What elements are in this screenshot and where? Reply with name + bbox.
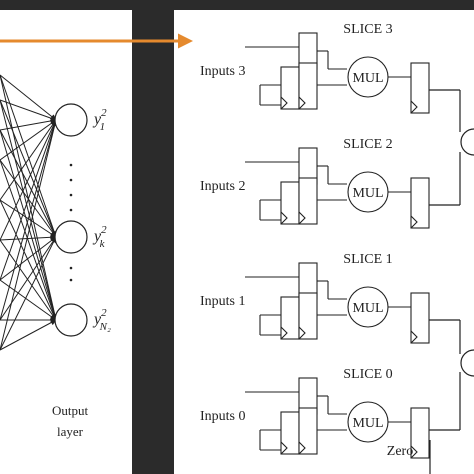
connection-line (0, 74, 58, 238)
adder-tree (429, 89, 474, 474)
clock-triangle (298, 441, 306, 455)
output-register (410, 407, 430, 459)
multiplier-label: MUL (352, 71, 383, 86)
slice-title: SLICE 0 (343, 367, 392, 382)
connection-line (0, 119, 58, 281)
connection-line (0, 119, 58, 321)
clock-triangle (280, 211, 288, 225)
ellipsis-dot (69, 266, 73, 270)
output-neurons (54, 103, 88, 337)
output-label: y2 k (92, 224, 107, 250)
label-sup: 2 (101, 224, 107, 236)
register-block (298, 177, 318, 225)
inputs-label: Inputs 1 (200, 294, 246, 309)
connection-line (0, 119, 58, 351)
slice-title: SLICE 2 (343, 137, 392, 152)
connection-line (0, 319, 57, 351)
slice-title: SLICE 1 (343, 252, 392, 267)
label-sup: 2 (101, 307, 107, 319)
register-block (280, 411, 300, 455)
connection-line (0, 99, 57, 238)
multiplier-label: MUL (352, 416, 383, 431)
output-neuron (54, 103, 88, 137)
slice-block: SLICE 2 Inputs 2 MUL (200, 137, 430, 229)
clock-triangle (410, 330, 418, 344)
inputs-label: Inputs 0 (200, 409, 246, 424)
ellipsis-dot (69, 278, 73, 282)
connection-line (0, 119, 57, 241)
connection-line (0, 236, 57, 321)
clock-triangle (410, 445, 418, 459)
connection-line (0, 236, 57, 351)
label-main: y (92, 228, 102, 245)
output-neuron (54, 220, 88, 254)
slice-title: SLICE 3 (343, 22, 392, 37)
multiplier-label: MUL (352, 186, 383, 201)
output-layer-label-line2: layer (57, 424, 84, 439)
zero-label: Zero (387, 444, 413, 459)
label-sub: N₂ (99, 321, 111, 333)
clock-triangle (410, 215, 418, 229)
register-block (298, 62, 318, 110)
connection-line (0, 117, 57, 131)
register-block (280, 66, 300, 110)
connection-line (0, 99, 58, 321)
ellipsis-dot (69, 178, 73, 182)
ellipsis-dot (69, 193, 73, 197)
register-block (298, 292, 318, 340)
label-main: y (92, 311, 102, 328)
connection-line (0, 129, 57, 238)
connection-line (0, 99, 57, 122)
register-block (280, 181, 300, 225)
clock-triangle (298, 96, 306, 110)
output-neuron (54, 303, 88, 337)
output-layer-label-line1: Output (52, 403, 89, 418)
label-sub: 1 (100, 121, 106, 133)
register-block (298, 407, 318, 455)
connection-line (0, 74, 57, 121)
slice-block: SLICE 1 Inputs 1 MUL (200, 252, 430, 344)
output-register (410, 292, 430, 344)
clock-triangle (280, 96, 288, 110)
output-register (410, 177, 430, 229)
register-block (280, 296, 300, 340)
network-connections (0, 74, 58, 351)
slice-block: SLICE 0 Inputs 0 MUL (200, 367, 430, 459)
connection-line (0, 119, 57, 161)
label-sub: k (100, 238, 106, 250)
adder-node (460, 128, 474, 156)
output-register (410, 62, 430, 114)
label-sup: 2 (101, 107, 107, 119)
label-main: y (92, 111, 102, 128)
clock-triangle (280, 326, 288, 340)
ellipsis-dots (69, 163, 73, 282)
connection-line (0, 129, 58, 321)
clock-triangle (298, 326, 306, 340)
connection-line (0, 119, 57, 201)
clock-triangle (280, 441, 288, 455)
connection-line (0, 74, 58, 321)
ellipsis-dot (69, 208, 73, 212)
clock-triangle (410, 100, 418, 114)
multiplier-label: MUL (352, 301, 383, 316)
adder-node (460, 349, 474, 377)
inputs-label: Inputs 2 (200, 179, 246, 194)
clock-triangle (298, 211, 306, 225)
ellipsis-dot (69, 163, 73, 167)
connection-line (0, 236, 57, 281)
inputs-label: Inputs 3 (200, 64, 246, 79)
output-label: y2 1 (92, 107, 107, 133)
slice-block: SLICE 3 Inputs 3 MUL (200, 22, 430, 114)
connection-line (0, 234, 57, 241)
